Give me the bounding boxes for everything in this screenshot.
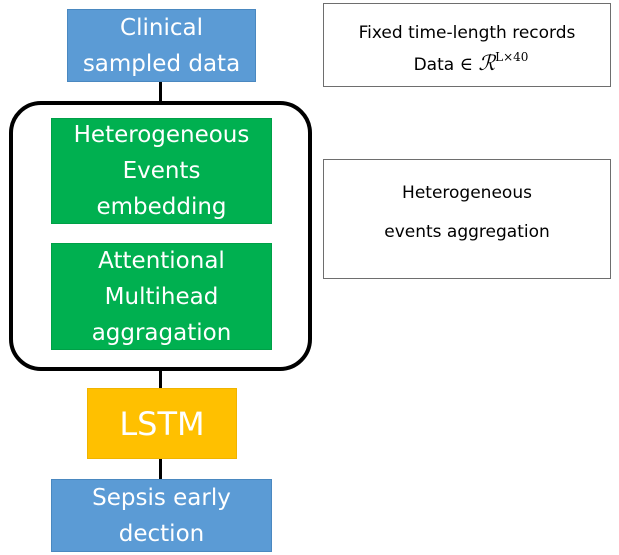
sepsis-detection-line1: Sepsis early	[92, 484, 231, 511]
aggregation-annotation-line1: Heterogeneous	[402, 183, 532, 203]
connector-input-to-group	[159, 82, 162, 104]
real-space-symbol: ℛ	[478, 51, 496, 75]
records-annotation-line1: Fixed time-length records	[358, 23, 576, 43]
dimension-superscript: L×40	[495, 50, 529, 64]
element-of-symbol: ∈	[459, 54, 473, 75]
sepsis-detection-line2: dection	[118, 520, 205, 547]
data-label: Data	[413, 55, 455, 75]
connector-group-to-lstm	[159, 368, 162, 390]
aggregation-annotation-line2: events aggregation	[384, 222, 550, 242]
multihead-aggregation-line1: Attentional	[98, 247, 225, 274]
clinical-data-line2: sampled data	[82, 50, 241, 77]
multihead-aggregation-line3: aggragation	[91, 319, 232, 346]
clinical-data-line1: Clinical	[120, 14, 203, 41]
multihead-aggregation-node: Attentional Multihead aggragation	[51, 243, 272, 350]
multihead-aggregation-line2: Multihead	[104, 283, 219, 310]
events-embedding-line2: Events	[122, 158, 201, 184]
connector-lstm-to-output	[159, 458, 162, 480]
aggregation-annotation: Heterogeneous events aggregation	[323, 159, 611, 279]
records-annotation: Fixed time-length records Data ∈ ℛL×40	[323, 3, 611, 87]
clinical-data-node: Clinical sampled data	[67, 9, 256, 82]
lstm-label: LSTM	[119, 404, 205, 443]
events-embedding-node: Heterogeneous Events embedding	[51, 118, 272, 224]
lstm-node: LSTM	[87, 388, 237, 459]
records-annotation-formula: Data ∈ ℛL×40	[324, 45, 610, 77]
events-embedding-line3: embedding	[96, 194, 227, 220]
sepsis-detection-node: Sepsis early dection	[51, 479, 272, 552]
heterogeneous-events-group	[9, 101, 312, 371]
events-embedding-line1: Heterogeneous	[73, 122, 250, 148]
